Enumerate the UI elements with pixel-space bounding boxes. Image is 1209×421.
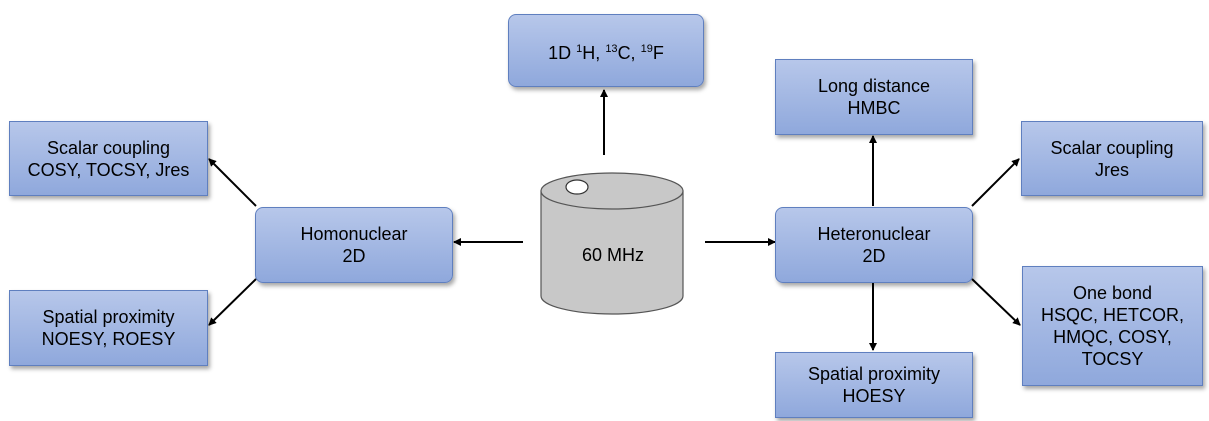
node-hetero-onebond: One bond HSQC, HETCOR, HMQC, COSY, TOCSY — [1022, 266, 1203, 386]
node-hetero-spatial: Spatial proximity HOESY — [775, 352, 973, 418]
arrow-to-homo-scalar — [208, 158, 257, 207]
node-hetero-scalar: Scalar coupling Jres — [1021, 121, 1203, 196]
node-homo-spatial: Spatial proximity NOESY, ROESY — [9, 290, 208, 366]
node-homonuclear: Homonuclear 2D — [255, 207, 453, 283]
cylinder-icon — [540, 172, 684, 315]
node-1d: 1D 1H, 13C, 19F — [508, 14, 704, 87]
arrow-to-hetero-onebond — [971, 278, 1021, 326]
node-hetero-long: Long distance HMBC — [775, 59, 973, 135]
arrow-to-homo-spatial — [208, 278, 257, 326]
node-homo-scalar: Scalar coupling COSY, TOCSY, Jres — [9, 121, 208, 196]
node-heteronuclear: Heteronuclear 2D — [775, 207, 973, 283]
center-label: 60 MHz — [582, 245, 645, 265]
node-1d-label: 1D 1H, 13C, 19F — [548, 42, 664, 63]
arrow-to-hetero-scalar — [971, 158, 1020, 207]
